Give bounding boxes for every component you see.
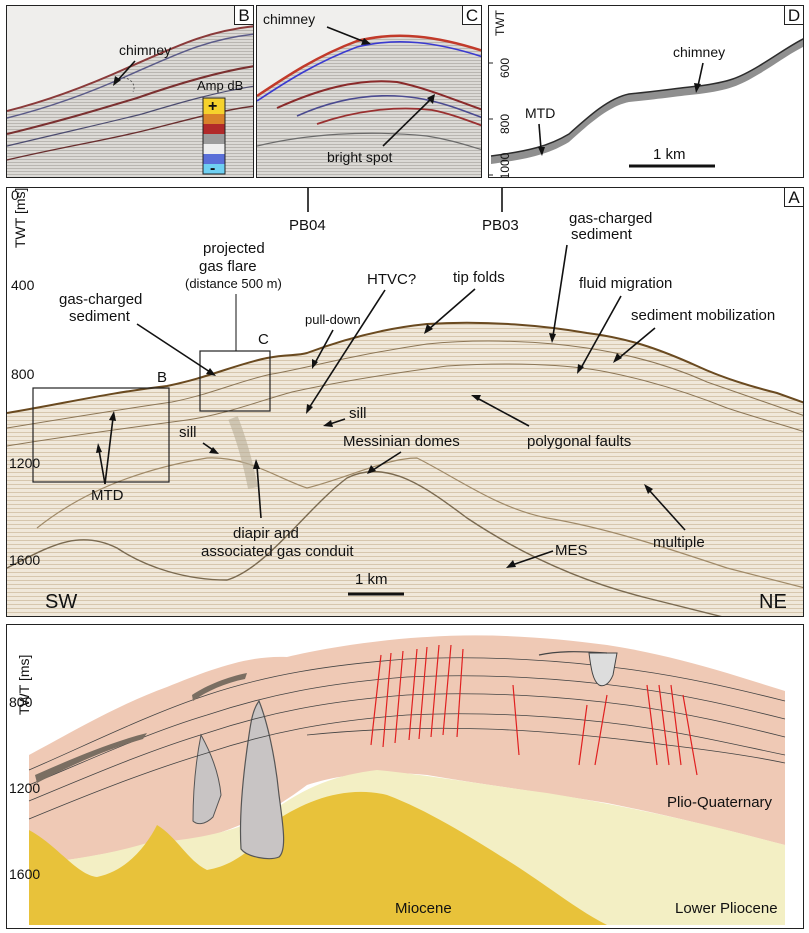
panel-e-tick-800: 800 (9, 694, 33, 710)
panel-d-axis-label: TWT [ms] (493, 6, 507, 36)
panel-interpretation: TWT [ms] 800 1200 1600 Plio-Quaternary M… (6, 624, 804, 929)
panel-d-mtd-label: MTD (525, 105, 555, 121)
panel-a-scale-label: 1 km (355, 571, 388, 588)
polygonal-faults-label: polygonal faults (527, 433, 631, 450)
panel-d-tick-600: 600 (498, 58, 512, 78)
well-pb03-label: PB03 (482, 217, 519, 234)
panel-c-chimney-arrow (326, 26, 366, 43)
panel-a-axis-label: TWT [ms] (12, 188, 28, 248)
htvc-label: HTVC? (367, 271, 416, 288)
fault-lines (370, 644, 698, 776)
gas-charged-left-l1: gas-charged (59, 291, 142, 308)
diapir-l2: associated gas conduit (201, 543, 354, 560)
messinian-domes-label: Messinian domes (343, 433, 460, 450)
sill-mid-label: sill (349, 405, 367, 422)
box-b-label: B (157, 369, 167, 386)
panel-e-tick-1600: 1600 (9, 866, 40, 882)
panel-d-seismic: TWT [ms] 600 800 1000 chimney MTD 1 km (489, 6, 803, 178)
panel-a-tick-400: 400 (11, 277, 35, 293)
plio-quaternary-unit (29, 635, 785, 865)
amp-minus: - (210, 160, 215, 177)
mes-label: MES (555, 542, 588, 559)
panel-e-tick-1200: 1200 (9, 780, 40, 796)
panel-d-scale-label: 1 km (653, 146, 686, 163)
panel-c-bright-spot-label: bright spot (327, 149, 392, 165)
sw-label: SW (45, 591, 77, 613)
box-c-label: C (258, 331, 269, 348)
pull-down-label: pull-down (305, 312, 361, 327)
panel-c-tag: C (462, 6, 481, 25)
panel-d-tag: D (784, 6, 803, 25)
lower-pliocene-label: Lower Pliocene (675, 900, 778, 917)
panel-d-tick-1000: 1000 (498, 152, 512, 178)
box-c (199, 350, 271, 412)
panel-d-chimney-label: chimney (673, 44, 725, 60)
ne-label: NE (759, 591, 787, 613)
diapir-shape (239, 699, 285, 860)
diapir-l1: diapir and (233, 525, 299, 542)
panel-c-bright-spot-arrow (382, 98, 432, 147)
amp-scale-title: Amp dB (197, 78, 243, 93)
gas-charged-left-l2: sediment (69, 308, 131, 325)
panel-d-mtd-arrow (538, 123, 542, 150)
panel-d-chimney-arrow (697, 62, 704, 87)
multiple-label: multiple (653, 534, 705, 551)
panel-b-chimney-label: chimney (119, 42, 171, 58)
panel-a-tick-0: 0 (11, 188, 19, 203)
flare-l1: projected (203, 240, 265, 257)
panel-a-tick-800: 800 (11, 366, 35, 382)
miocene-label: Miocene (395, 900, 452, 917)
panel-b-seismic: chimney Amp dB + - (7, 6, 253, 177)
tip-folds-label: tip folds (453, 269, 505, 286)
panel-c-seismic: chimney bright spot (257, 6, 481, 177)
gas-charged-right-l1: gas-charged (569, 210, 652, 227)
sill-left-label: sill (179, 424, 197, 441)
sediment-mobilization-label: sediment mobilization (631, 307, 775, 324)
panel-a-tick-1200: 1200 (9, 455, 40, 471)
panel-a-seismic: TWT [ms] 0 400 800 1200 1600 PB04 PB03 B… (7, 188, 803, 616)
flare-l2: gas flare (199, 258, 257, 275)
panel-e-axis-label: TWT [ms] (16, 655, 32, 715)
box-b (32, 387, 170, 483)
panel-b-chimney-arrow (116, 60, 136, 82)
interpretation-drawing: TWT [ms] 800 1200 1600 Plio-Quaternary M… (9, 635, 786, 925)
amp-colorbar (202, 97, 226, 175)
panel-c: chimney bright spot C (256, 5, 482, 178)
amp-plus: + (208, 98, 217, 115)
panel-d-tick-800: 800 (498, 114, 512, 134)
panel-d: TWT [ms] 600 800 1000 chimney MTD 1 km D (488, 5, 804, 178)
panel-b-tag: B (234, 6, 253, 25)
panel-a-tag: A (784, 188, 803, 207)
panel-b: chimney Amp dB + - B (6, 5, 254, 178)
well-pb04-label: PB04 (289, 217, 326, 234)
mtd-label: MTD (91, 487, 124, 504)
miocene-unit (29, 791, 607, 925)
gas-charged-right-l2: sediment (571, 226, 633, 243)
panel-c-chimney-label: chimney (263, 11, 315, 27)
plio-quaternary-label: Plio-Quaternary (667, 794, 773, 811)
fluid-migration-label: fluid migration (579, 275, 672, 292)
panel-a: TWT [ms] 0 400 800 1200 1600 PB04 PB03 B… (6, 187, 804, 617)
flare-l3: (distance 500 m) (185, 276, 282, 291)
panel-a-tick-1600: 1600 (9, 552, 40, 568)
